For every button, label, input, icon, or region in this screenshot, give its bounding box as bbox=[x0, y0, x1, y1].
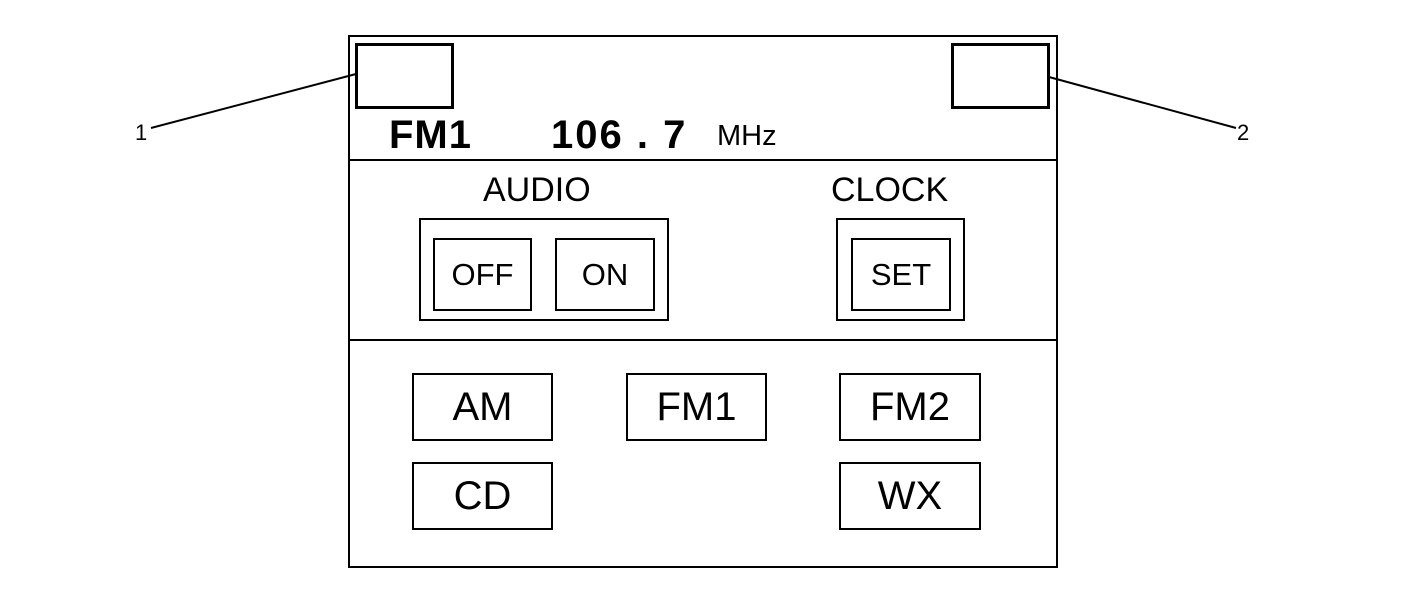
source-am-label: AM bbox=[452, 385, 513, 429]
source-fm2-label: FM2 bbox=[870, 385, 950, 429]
audio-off-label: OFF bbox=[451, 257, 514, 292]
divider-top bbox=[348, 159, 1058, 161]
divider-middle bbox=[348, 339, 1058, 341]
source-am-button[interactable]: AM bbox=[412, 373, 553, 441]
source-cd-label: CD bbox=[453, 474, 512, 518]
band-readout: FM1 bbox=[389, 113, 472, 157]
source-fm1-label: FM1 bbox=[656, 385, 737, 429]
callout-line-2 bbox=[1048, 76, 1237, 129]
frequency-readout: 106 . 7 bbox=[551, 113, 688, 157]
callout-line-1 bbox=[150, 73, 357, 129]
indicator-box-left bbox=[355, 43, 454, 109]
frequency-unit: MHz bbox=[717, 120, 777, 152]
audio-off-button[interactable]: OFF bbox=[433, 238, 532, 311]
clock-set-button[interactable]: SET bbox=[851, 238, 951, 311]
radio-display-panel bbox=[348, 35, 1058, 568]
source-fm1-button[interactable]: FM1 bbox=[626, 373, 767, 441]
audio-on-label: ON bbox=[581, 257, 629, 292]
audio-on-button[interactable]: ON bbox=[555, 238, 655, 311]
clock-set-label: SET bbox=[870, 257, 932, 292]
clock-heading: CLOCK bbox=[831, 171, 949, 209]
source-fm2-button[interactable]: FM2 bbox=[839, 373, 981, 441]
audio-heading: AUDIO bbox=[483, 171, 591, 209]
clock-button-group bbox=[836, 218, 965, 321]
indicator-box-right bbox=[951, 43, 1050, 109]
callout-label-2: 2 bbox=[1237, 120, 1250, 145]
audio-button-group bbox=[419, 218, 669, 321]
callout-label-1: 1 bbox=[135, 120, 148, 145]
source-wx-label: WX bbox=[877, 474, 943, 518]
source-wx-button[interactable]: WX bbox=[839, 462, 981, 530]
source-cd-button[interactable]: CD bbox=[412, 462, 553, 530]
